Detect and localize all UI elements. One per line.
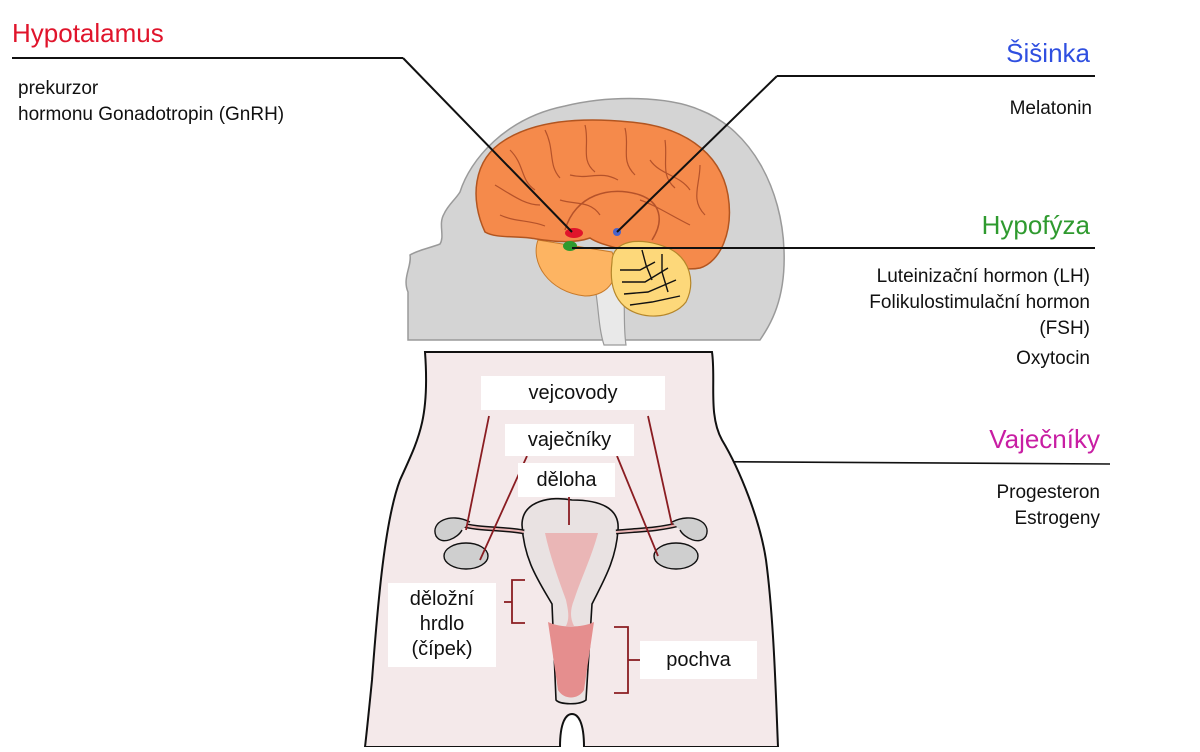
- sisinka-title: Šišinka: [1006, 38, 1090, 68]
- label-cervix-line-2: hrdlo: [419, 613, 465, 635]
- label-vejcovody: vejcovody: [481, 376, 665, 410]
- pituitary-mark: [563, 241, 577, 251]
- label-cervix-line-3: (čípek): [411, 638, 473, 660]
- corpus-callosum: [564, 190, 660, 241]
- hypotalamus-pointer: [402, 57, 573, 233]
- label-pochva: pochva: [640, 641, 757, 679]
- hypotalamus-line-1: prekurzor: [18, 78, 99, 99]
- hypothalamus-mark: [565, 228, 583, 238]
- vajecniky-line-2: Estrogeny: [1014, 508, 1100, 529]
- hypofyza-line-4: Oxytocin: [1016, 348, 1090, 369]
- left-fimbria: [434, 517, 471, 542]
- sisinka-pointer: [616, 75, 778, 233]
- vajecniky-line-1: Progesteron: [996, 482, 1100, 503]
- vagina-inner: [548, 622, 594, 698]
- legs-gap: [559, 712, 585, 748]
- right-ovary: [653, 542, 699, 570]
- label-vajecniky: vaječníky: [505, 424, 634, 456]
- label-cervix-line-1: děložní: [409, 588, 475, 610]
- hypotalamus-title: Hypotalamus: [12, 18, 164, 48]
- hypofyza-line-1: Luteinizační hormon (LH): [876, 266, 1090, 287]
- label-deloha: děloha: [518, 463, 615, 497]
- cerebellum-folds: [620, 249, 681, 306]
- hypofyza-title: Hypofýza: [981, 210, 1090, 240]
- hypofyza-line-3: (FSH): [1039, 318, 1090, 339]
- sisinka-line-1: Melatonin: [1009, 98, 1092, 119]
- vajecniky-title: Vaječníky: [989, 424, 1100, 454]
- uterine-cavity: [545, 533, 598, 626]
- label-cervix: děložní hrdlo (čípek): [388, 583, 496, 667]
- hypofyza-line-2: Folikulostimulační hormon: [869, 292, 1090, 313]
- right-fimbria: [671, 517, 708, 542]
- left-ovary: [443, 542, 489, 570]
- brain-folds: [494, 124, 706, 227]
- hypotalamus-line-2: hormonu Gonadotropin (GnRH): [18, 104, 285, 125]
